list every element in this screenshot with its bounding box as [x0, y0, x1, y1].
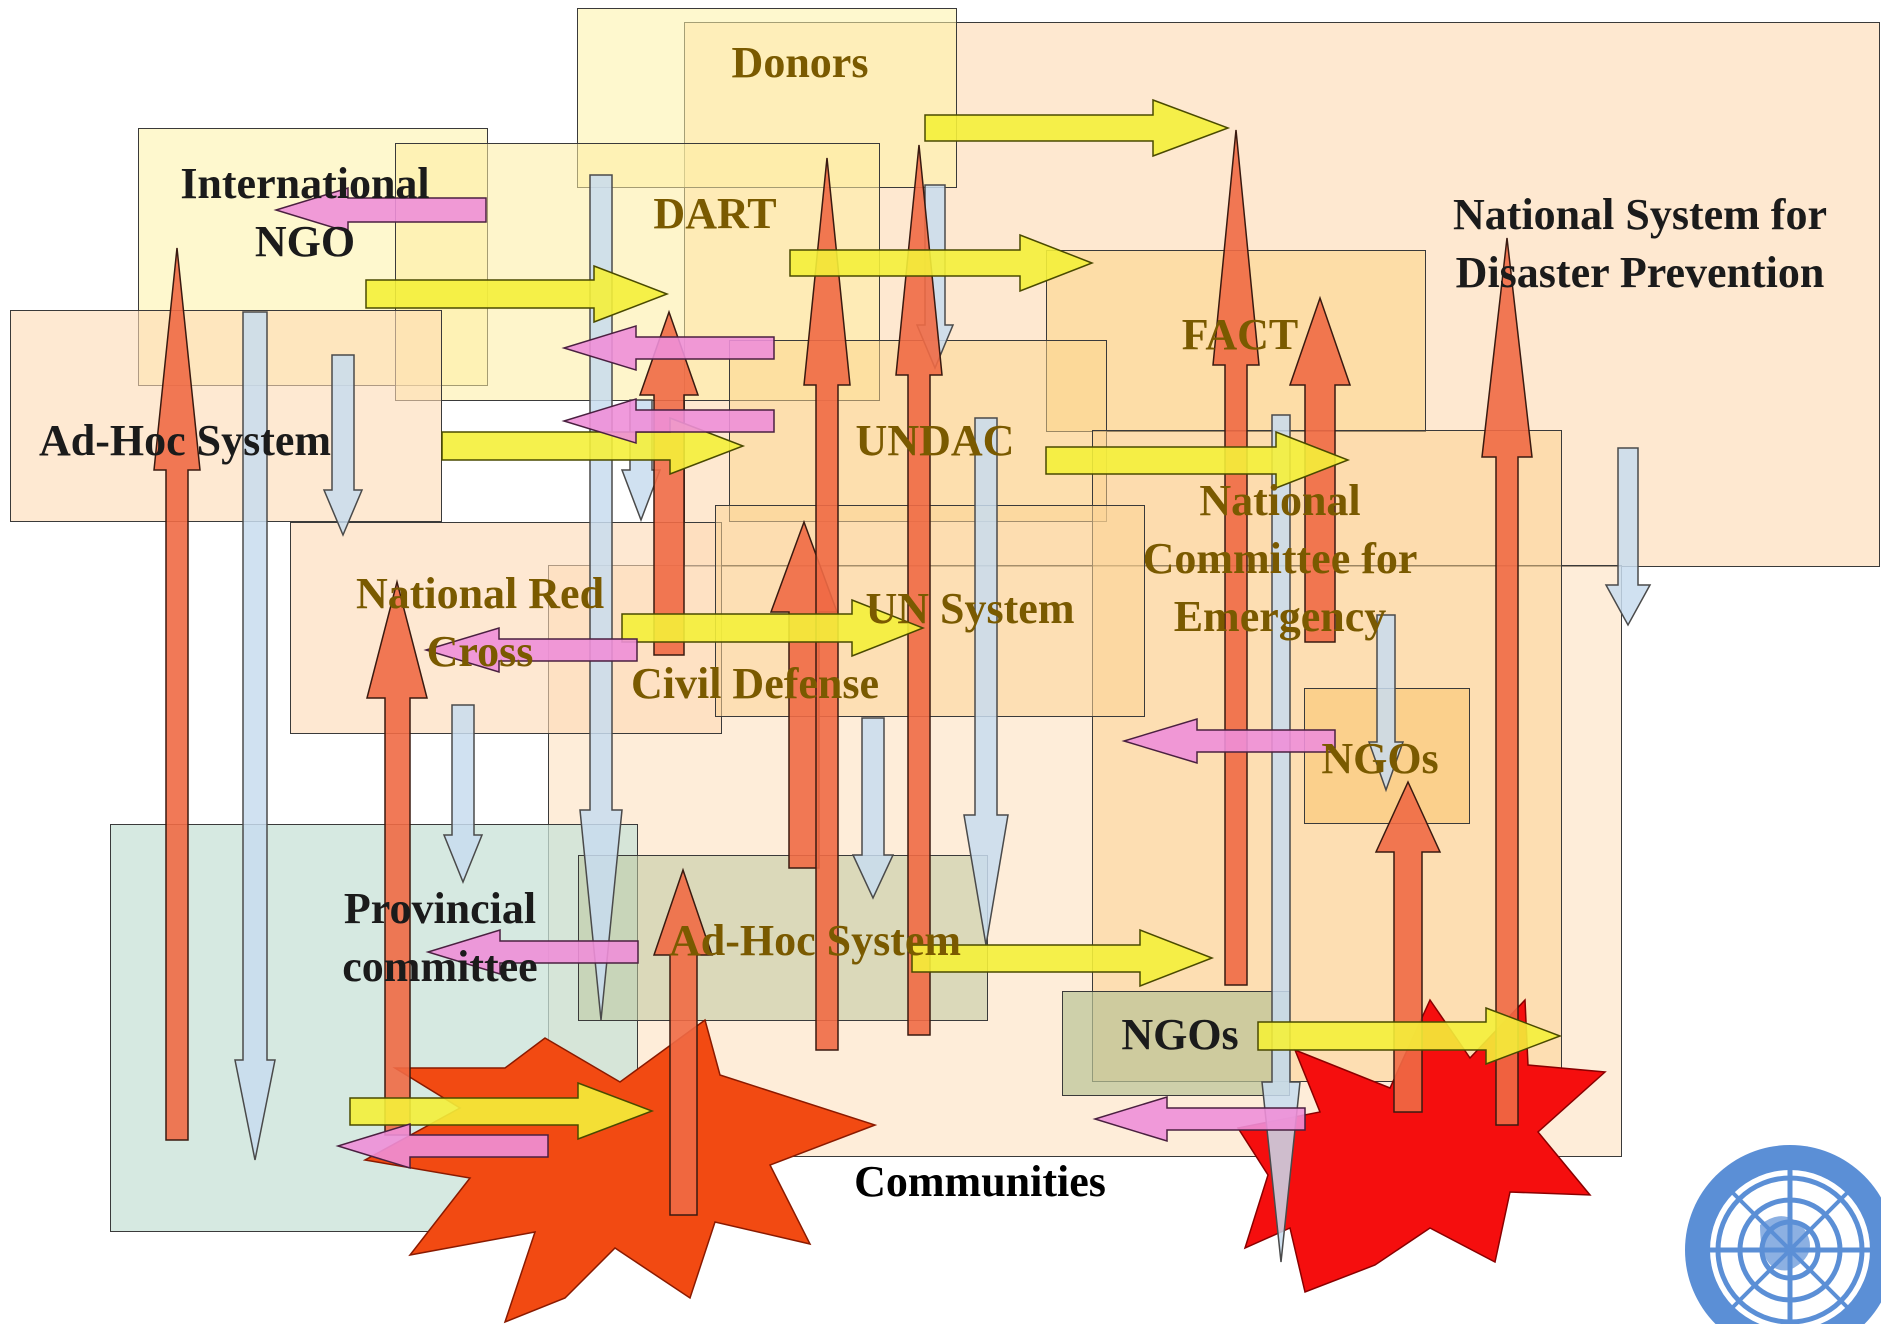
right-arrow — [621, 598, 926, 658]
burst-left — [362, 1018, 878, 1324]
right-arrow — [789, 233, 1095, 293]
up-arrow — [652, 867, 714, 1216]
right-arrow — [1257, 1006, 1563, 1066]
donors-label: Donors — [731, 38, 869, 87]
left-arrow — [1121, 717, 1336, 765]
up-arrow — [1212, 129, 1260, 986]
communities-label: Communities — [854, 1157, 1106, 1206]
right-arrow — [911, 928, 1215, 988]
down-arrow — [1604, 447, 1652, 627]
left-arrow — [561, 397, 775, 445]
right-arrow — [365, 264, 670, 324]
up-arrow — [153, 247, 201, 1141]
fact-label: FACT — [1181, 310, 1299, 359]
left-arrow — [1092, 1095, 1306, 1143]
civil-defense-label: Civil Defense — [630, 659, 880, 708]
down-arrow — [1367, 614, 1405, 793]
up-arrow — [366, 579, 428, 1136]
right-arrow — [924, 98, 1231, 158]
right-arrow — [1045, 430, 1351, 490]
adhoc-system-top-box — [10, 310, 442, 522]
left-arrow — [425, 928, 639, 976]
united-nations-emblem-icon — [1685, 1145, 1881, 1324]
adhoc-system-bottom-label: Ad-Hoc System — [668, 916, 962, 965]
down-arrow — [851, 717, 895, 900]
left-arrow — [335, 1122, 549, 1170]
down-arrow — [234, 311, 276, 1161]
left-arrow — [561, 324, 775, 372]
down-arrow — [963, 417, 1009, 946]
undac-label: UNDAC — [855, 416, 1015, 465]
up-arrow — [1481, 237, 1533, 1126]
ngos-bottom-label: NGOs — [1121, 1010, 1239, 1059]
up-arrow — [1374, 780, 1442, 1113]
ngos-bottom-box — [1062, 991, 1290, 1096]
dart-label: DART — [653, 189, 777, 238]
down-arrow — [442, 704, 484, 885]
adhoc-system-top-label: Ad-Hoc System — [38, 416, 332, 465]
down-arrow — [1261, 414, 1301, 1263]
left-arrow — [273, 186, 487, 234]
un-system-label: UN System — [865, 584, 1075, 633]
right-arrow — [349, 1081, 655, 1141]
ngos-small-label: NGOs — [1321, 734, 1439, 783]
down-arrow — [322, 354, 364, 537]
left-arrow — [423, 626, 638, 674]
